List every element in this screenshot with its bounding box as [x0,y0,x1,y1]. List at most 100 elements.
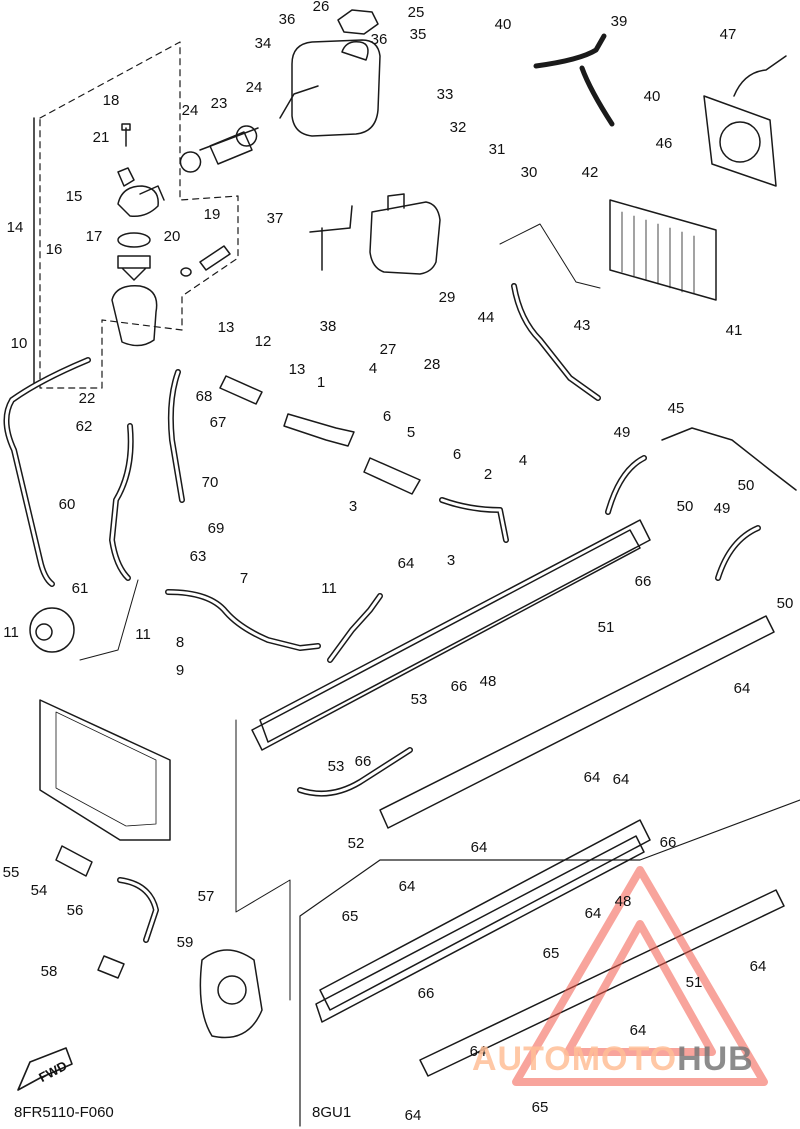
reservoir-tank-34 [291,39,381,137]
diagram-code: 8FR5110-F060 [14,1104,114,1121]
radiator-48-inset-base [315,835,645,1023]
washer-20 [180,267,192,277]
fan-hub [719,121,761,163]
callout-48: 48 [479,673,497,690]
callout-46: 46 [655,135,673,152]
callout-16: 16 [45,241,63,258]
link-line-b [79,579,139,661]
callout-36: 36 [370,31,388,48]
callout-66: 66 [417,985,435,1002]
callout-64: 64 [398,878,416,895]
callout-15: 15 [65,188,83,205]
watermark-triangle [512,866,768,1086]
hose-10-inner [5,358,90,586]
pump-housing-boss [217,975,247,1005]
callout-56: 56 [66,902,84,919]
callout-35: 35 [409,26,427,43]
callout-42: 42 [581,164,599,181]
callout-52: 52 [347,835,365,852]
callout-70: 70 [201,474,219,491]
callout-60: 60 [58,496,76,513]
hose-43-link [499,223,601,289]
hose-49b [715,525,761,581]
reservoir-cap-26 [341,40,369,61]
hose-5 [363,457,421,495]
hose-43-inner [512,284,600,400]
callout-53: 53 [410,691,428,708]
callout-24: 24 [181,102,199,119]
callout-43: 43 [573,317,591,334]
hose-58 [97,955,125,979]
watermark-text: AUTOMOTOHUB [472,1040,754,1079]
radiator-cap-25 [337,9,379,35]
hose-7 [165,589,321,651]
callout-49: 49 [713,500,731,517]
callout-21: 21 [92,129,110,146]
callout-55: 55 [2,864,20,881]
callout-63: 63 [189,548,207,565]
callout-68: 68 [195,388,213,405]
pipe-11c-inner [328,594,382,662]
callout-13: 13 [217,319,235,336]
callout-61: 61 [71,580,89,597]
callout-66: 66 [450,678,468,695]
callout-64: 64 [629,1022,647,1039]
callout-59: 59 [176,934,194,951]
engine-frame [39,699,171,841]
engine-frame-inner [55,711,157,827]
bracket-21 [117,167,135,187]
callout-5: 5 [406,424,416,441]
callout-44: 44 [477,309,495,326]
callout-53: 53 [327,758,345,775]
callout-7: 7 [239,570,249,587]
pump-housing-lower [199,949,263,1039]
callout-4: 4 [518,452,528,469]
sensor-19 [199,245,231,271]
callout-66: 66 [634,573,652,590]
callout-11: 11 [321,580,337,597]
callout-62: 62 [75,418,93,435]
hose-52-inner [298,748,412,796]
callout-31: 31 [488,141,506,158]
thermostat-oring-17 [117,232,151,248]
callout-50: 50 [737,477,755,494]
hose-57 [117,877,159,943]
callout-50: 50 [776,595,794,612]
callout-23: 23 [210,95,228,112]
callout-64: 64 [404,1107,422,1124]
callout-32: 32 [449,119,467,136]
link-line-a [235,719,291,1001]
callout-40: 40 [643,88,661,105]
hose-2-inner [440,498,508,542]
callout-13: 13 [288,361,306,378]
callout-33: 33 [436,86,454,103]
callout-64: 64 [397,555,415,572]
hose-49a-inner [606,456,646,514]
callout-25: 25 [407,4,425,21]
reservoir-29 [369,201,441,275]
callout-48: 48 [614,893,632,910]
callout-3: 3 [446,552,456,569]
overflow-pipe [279,85,319,119]
pipe-1 [283,413,355,447]
callout-30: 30 [520,164,538,181]
hose-24-left [199,127,259,151]
radiator-41 [609,199,717,301]
hose-68-70-inner [169,370,184,502]
callout-20: 20 [163,228,181,245]
callout-6: 6 [452,446,462,463]
callout-38: 38 [319,318,337,335]
thermostat-16 [117,255,151,281]
watermark-part2: HUB [677,1040,754,1078]
callout-14: 14 [6,219,24,236]
thermostat-cover-15 [117,185,159,218]
hose-43 [511,283,601,401]
hose-23 [209,131,253,165]
callout-27: 27 [379,341,397,358]
callout-41: 41 [725,322,743,339]
callout-28: 28 [423,356,441,373]
hose-57-inner [118,878,158,942]
hose-54 [55,845,93,877]
callout-69: 69 [207,520,225,537]
